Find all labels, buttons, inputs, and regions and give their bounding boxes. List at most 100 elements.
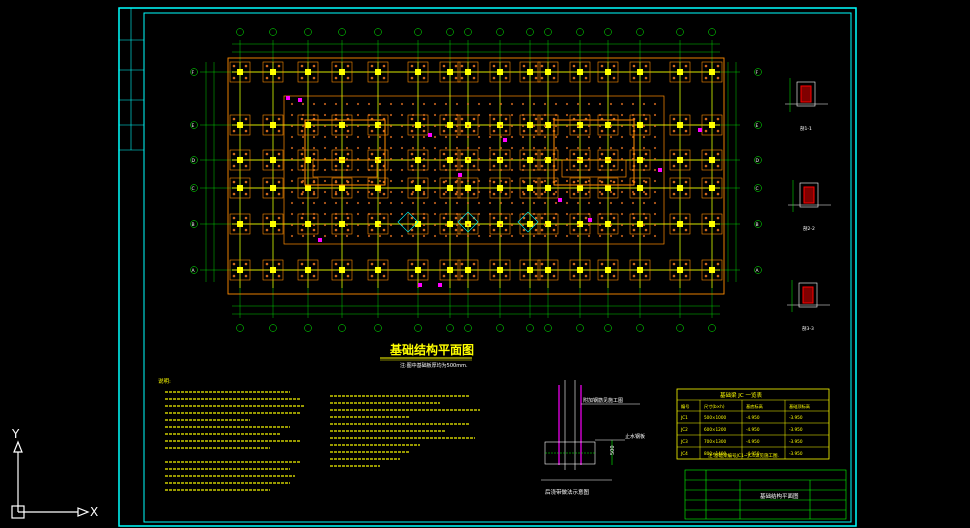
pile xyxy=(510,212,514,216)
pile xyxy=(543,113,547,117)
column xyxy=(577,185,583,191)
pile xyxy=(290,135,294,139)
pile xyxy=(460,180,464,184)
pile xyxy=(290,168,294,172)
pile xyxy=(290,201,294,205)
section-detail-3 xyxy=(787,280,830,312)
pile xyxy=(543,124,547,128)
pile xyxy=(265,64,269,68)
pile xyxy=(422,164,426,168)
pile xyxy=(334,113,338,117)
grid-letter-right: B xyxy=(756,222,759,228)
pile-cap xyxy=(439,61,461,83)
pile xyxy=(370,64,374,68)
pile xyxy=(356,234,360,238)
pile xyxy=(631,223,635,227)
pile xyxy=(488,157,492,161)
pile xyxy=(300,228,304,232)
pile xyxy=(466,146,470,150)
pile xyxy=(389,234,393,238)
pile xyxy=(609,223,613,227)
pile-cap xyxy=(537,177,559,199)
pile xyxy=(466,135,470,139)
column xyxy=(497,267,503,273)
pile xyxy=(290,179,294,183)
pile xyxy=(598,124,602,128)
pile xyxy=(411,102,415,106)
pile-cap xyxy=(331,177,353,199)
pile xyxy=(653,124,657,128)
pile-cap xyxy=(229,177,251,199)
pile-cap xyxy=(519,149,541,171)
column xyxy=(270,122,276,128)
pile xyxy=(499,190,503,194)
pile-cap xyxy=(439,114,461,136)
pile xyxy=(334,129,338,133)
core-wall xyxy=(312,159,378,178)
pile xyxy=(631,212,635,216)
column xyxy=(527,267,533,273)
pile xyxy=(620,146,624,150)
pile xyxy=(244,76,248,80)
pile-cap xyxy=(331,213,353,235)
pile xyxy=(466,223,470,227)
pile xyxy=(422,201,426,205)
beam-table-header: 尺寸(b×h) xyxy=(704,403,725,410)
column xyxy=(465,267,471,273)
pile xyxy=(346,216,350,220)
pile xyxy=(410,76,414,80)
grid-bubble-left xyxy=(190,266,198,274)
pile-cap xyxy=(519,114,541,136)
pile xyxy=(672,129,676,133)
column xyxy=(305,122,311,128)
pile-cap xyxy=(407,61,429,83)
pile xyxy=(345,113,349,117)
detail-label-waterstop: 止水钢板 xyxy=(625,433,645,440)
pile xyxy=(565,212,569,216)
pile xyxy=(543,223,547,227)
pile xyxy=(433,124,437,128)
pile xyxy=(290,223,294,227)
beam-table-cell: JC4 xyxy=(680,451,688,456)
pile xyxy=(477,223,481,227)
pile xyxy=(510,113,514,117)
pile xyxy=(552,262,556,266)
pile xyxy=(572,216,576,220)
pile xyxy=(301,234,305,238)
column xyxy=(709,185,715,191)
grid-bubble-bottom xyxy=(304,324,312,332)
pile xyxy=(370,152,374,156)
pile xyxy=(442,192,446,196)
pile xyxy=(510,234,514,238)
column xyxy=(605,221,611,227)
pile xyxy=(565,157,569,161)
pile xyxy=(521,113,525,117)
pile xyxy=(400,190,404,194)
pile xyxy=(422,212,426,216)
pile xyxy=(312,168,316,172)
pile xyxy=(477,179,481,183)
grid-bubble-top xyxy=(636,28,644,36)
column xyxy=(677,185,683,191)
pile xyxy=(334,76,338,80)
pile xyxy=(472,274,476,278)
pile xyxy=(400,146,404,150)
pile xyxy=(532,157,536,161)
pile xyxy=(378,168,382,172)
pile xyxy=(684,262,688,266)
pile xyxy=(454,164,458,168)
pile xyxy=(609,157,613,161)
pile xyxy=(653,179,657,183)
pile xyxy=(521,168,525,172)
pile xyxy=(504,76,508,80)
section-detail-2 xyxy=(788,180,831,212)
pile xyxy=(244,64,248,68)
pile xyxy=(422,64,426,68)
pile xyxy=(631,113,635,117)
pile xyxy=(410,64,414,68)
pile xyxy=(540,164,544,168)
pile xyxy=(642,223,646,227)
stair-core xyxy=(397,211,419,233)
